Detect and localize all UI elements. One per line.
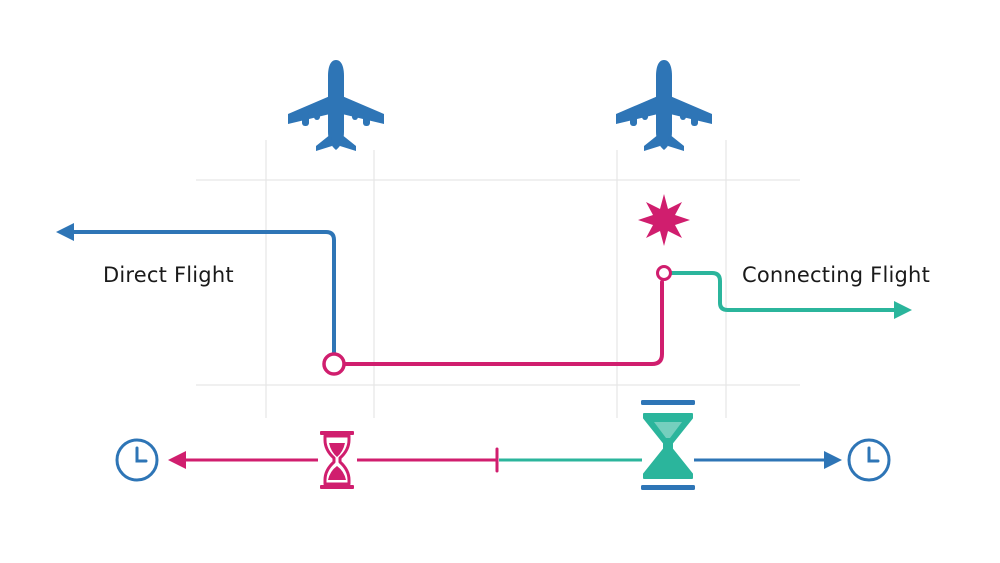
background-grid <box>196 140 800 418</box>
connecting-flight-label: Connecting Flight <box>742 263 931 287</box>
hourglass-icon <box>641 400 695 490</box>
clock-icon <box>847 438 891 482</box>
timeline <box>115 400 891 490</box>
airplane-icon <box>616 60 712 151</box>
direct-flight-arrowhead <box>56 223 74 241</box>
timeline-right-arrowhead <box>824 451 842 469</box>
connecting-flight-arrowhead <box>894 301 912 319</box>
connection-node <box>656 265 672 281</box>
layover-path <box>344 280 664 366</box>
clock-icon <box>115 438 159 482</box>
star-burst-icon <box>638 194 690 246</box>
timeline-left-arrowhead <box>168 451 186 469</box>
direct-flight-path <box>70 230 336 354</box>
connecting-flight-path <box>669 271 897 312</box>
airplane-icon <box>288 60 384 151</box>
hourglass-icon <box>320 431 354 489</box>
direct-flight-label: Direct Flight <box>103 263 234 287</box>
junction-node <box>322 352 346 376</box>
